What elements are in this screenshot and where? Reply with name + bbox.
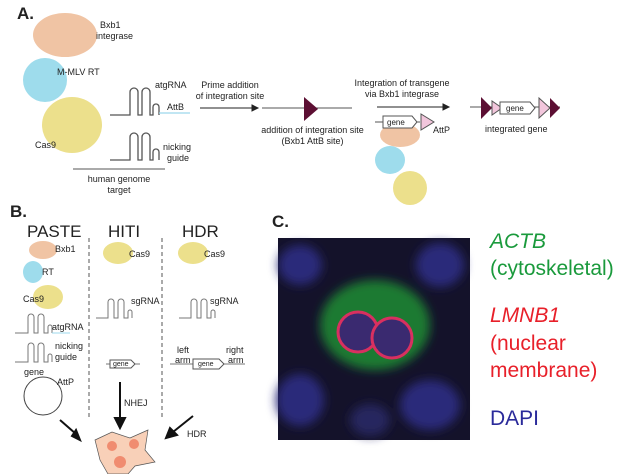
panel-b-label: B. xyxy=(10,202,27,221)
protein-complex-icon xyxy=(23,13,102,153)
hdr-heading: HDR xyxy=(182,222,219,241)
gene-label-hiti: gene xyxy=(113,361,129,368)
right-arm-label-2: arm xyxy=(228,355,244,365)
actb-description: (cytoskeletal) xyxy=(490,257,614,280)
cas9-label-hiti: Cas9 xyxy=(129,249,151,259)
lmnb1-label: LMNB1 xyxy=(490,304,561,327)
cas9-label: Cas9 xyxy=(35,140,57,150)
attp-label: AttP xyxy=(433,125,451,135)
nicking-label: nicking xyxy=(163,142,192,152)
bxb1-label-b: Bxb1 xyxy=(55,244,76,254)
integrated-gene-box-label: gene xyxy=(506,104,524,113)
genome-label-1: human genome xyxy=(87,174,151,184)
left-arm-label-2: arm xyxy=(175,355,191,365)
attp-label-b: AttP xyxy=(57,377,75,387)
left-arm-label-1: left xyxy=(177,345,190,355)
integration-label-1: Integration of transgene xyxy=(354,78,450,88)
rt-label-b: RT xyxy=(42,267,54,277)
integrase-label: integrase xyxy=(96,31,134,41)
gene-label: gene xyxy=(387,118,405,127)
prime-label-2: of integration site xyxy=(195,91,265,101)
prime-label-1: Prime addition xyxy=(201,80,259,90)
hdr-arrow-label: HDR xyxy=(187,429,207,439)
mmlv-rt-label: M-MLV RT xyxy=(57,67,100,77)
panel-c-label: C. xyxy=(272,212,289,231)
hiti-heading: HITI xyxy=(108,222,141,241)
lmnb1-description-2: membrane) xyxy=(490,359,598,382)
nicking-label-b: nicking xyxy=(55,341,84,351)
addition-label-2: (Bxb1 AttB site) xyxy=(281,136,344,146)
gene-label-hdr: gene xyxy=(198,361,214,368)
guide-label: guide xyxy=(167,153,190,163)
attb-label: AttB xyxy=(167,102,185,112)
paste-heading: PASTE xyxy=(27,222,82,241)
sgrna-label-hdr: sgRNA xyxy=(210,296,239,306)
actb-label: ACTB xyxy=(490,230,547,253)
bxb1-label: Bxb1 xyxy=(100,20,121,30)
cas9-label-paste: Cas9 xyxy=(23,294,45,304)
sgrna-label-hiti: sgRNA xyxy=(131,296,160,306)
dapi-label: DAPI xyxy=(490,407,540,430)
genome-label-2: target xyxy=(107,185,131,195)
gene-label-paste: gene xyxy=(24,367,45,377)
nhej-label: NHEJ xyxy=(124,398,148,408)
cas9-label-hdr: Cas9 xyxy=(204,249,226,259)
guide-label-b: guide xyxy=(55,352,78,362)
lmnb1-description-1: (nuclear xyxy=(490,332,566,355)
addition-label-1: addition of integration site xyxy=(261,125,364,135)
integrated-gene-label: integrated gene xyxy=(485,124,548,134)
right-arm-label-1: right xyxy=(226,345,244,355)
atgrna-label-b: atgRNA xyxy=(52,322,84,332)
cells-icon xyxy=(94,429,156,474)
attb-triangle-icon xyxy=(304,97,318,121)
panel-a-label: A. xyxy=(17,4,34,23)
atgrna-hairpin-icon xyxy=(110,87,190,161)
fluorescence-micrograph xyxy=(276,238,470,440)
atgrna-label: atgRNA xyxy=(155,80,187,90)
integration-label-2: via Bxb1 integrase xyxy=(364,89,440,99)
